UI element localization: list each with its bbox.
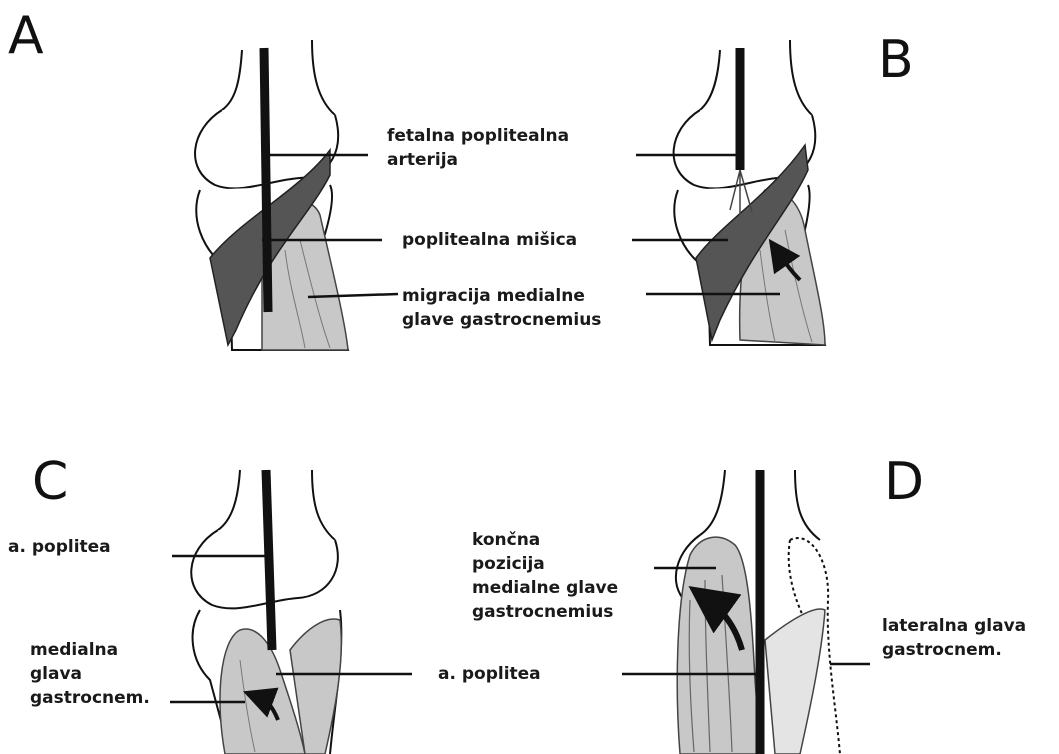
panel-a-artery [264,48,268,312]
panel-b-letter: B [878,34,914,86]
panel-b-illustration [674,40,825,345]
panel-c-artery [266,470,272,650]
label-popliteal-muscle: poplitealna mišica [402,228,577,252]
label-popliteal-artery-center: a. poplitea [438,662,541,686]
panel-d-letter: D [884,456,924,508]
label-medial-head-migration: migracija medialne glave gastrocnemius [402,284,601,332]
panel-c-letter: C [32,456,68,508]
label-popliteal-artery-left: a. poplitea [8,535,111,559]
label-lateral-head-gastrocnemius: lateralna glava gastrocnem. [882,614,1026,662]
panel-a-letter: A [8,10,44,62]
label-final-position-medial-head: končna pozicija medialne glave gastrocne… [472,528,618,624]
label-fetal-popliteal-artery: fetalna poplitealna arterija [387,124,569,172]
label-medial-head-gastrocnemius: medialna glava gastrocnem. [30,638,150,710]
